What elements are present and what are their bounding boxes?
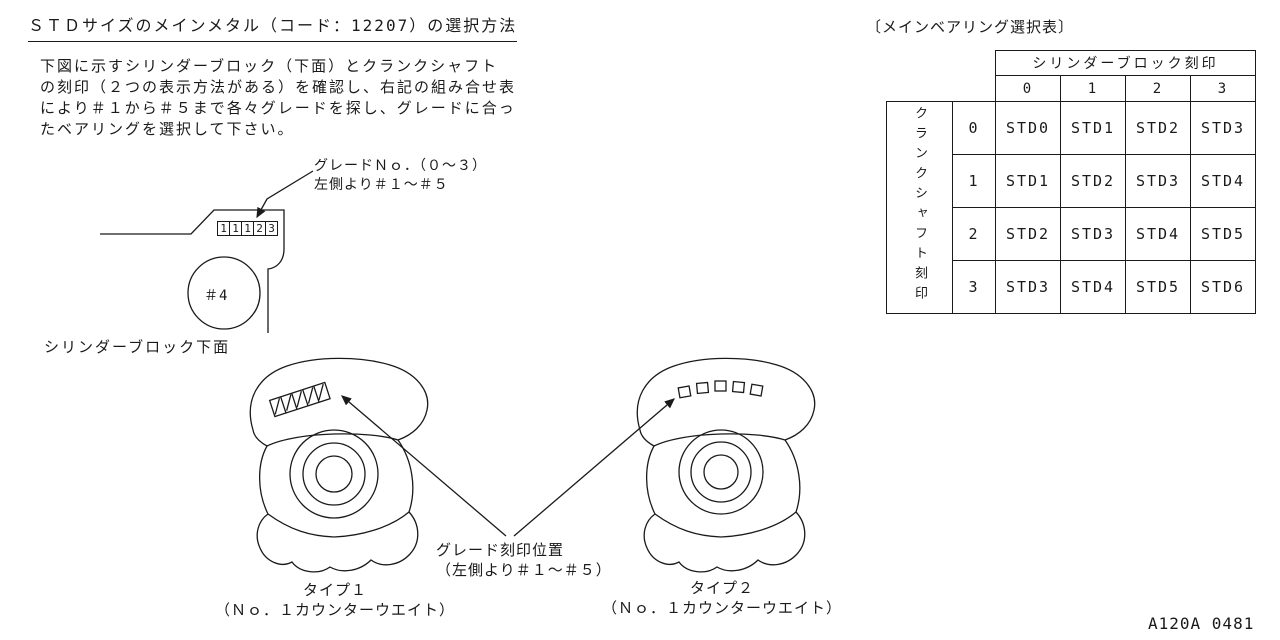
type2-sub: （Ｎｏ．１カウンターウエイト） [601, 599, 842, 617]
cell-1-2: STD3 [1125, 154, 1191, 208]
cell-3-1: STD4 [1060, 260, 1126, 314]
cell-2-3: STD5 [1190, 207, 1256, 261]
grade-note-leader-arrow [256, 170, 314, 219]
crank-type2-journal-circles [678, 429, 764, 515]
type1-sub: （Ｎｏ．１カウンターウエイト） [214, 601, 455, 619]
crank-type1-outline [249, 357, 429, 573]
crank-type2-cap-line [653, 433, 786, 447]
col-header-3: 3 [1190, 75, 1256, 102]
intro-paragraph: 下図に示すシリンダーブロック（下面）とクランクシャフト の刻印（２つの表示方法が… [40, 56, 516, 140]
intro-line-4: たベアリングを選択して下さい。 [40, 120, 295, 138]
row-header-1: 1 [952, 154, 996, 208]
cell-3-0: STD3 [995, 260, 1061, 314]
type2-caption: タイプ２ （Ｎｏ．１カウンターウエイト） [582, 578, 862, 618]
row-header-0: 0 [952, 101, 996, 155]
crank-type2-stamp-squares [677, 380, 764, 399]
row-header-3: 3 [952, 260, 996, 314]
crank-type1-cap-line [266, 433, 399, 447]
intro-line-1: 下図に示すシリンダーブロック（下面）とクランクシャフト [40, 57, 499, 75]
page-title: ＳＴＤサイズのメインメタル（コード：12207）の選択方法 [28, 12, 518, 42]
cell-3-2: STD5 [1125, 260, 1191, 314]
intro-line-3: により＃１から＃５まで各々グレードを探し、グレードに合っ [40, 99, 516, 117]
cell-3-3: STD6 [1190, 260, 1256, 314]
stamp-leader-type1-arrow [341, 395, 507, 537]
cell-1-3: STD4 [1190, 154, 1256, 208]
cell-0-3: STD3 [1190, 101, 1256, 155]
document-code: A120A 0481 [1148, 614, 1255, 633]
cell-2-1: STD3 [1060, 207, 1126, 261]
table-row: クランクシャフト刻印 0 STD0 STD1 STD2 STD3 [886, 101, 1256, 314]
bore-circle [187, 256, 261, 330]
cell-0-2: STD2 [1125, 101, 1191, 155]
column-group-header: シリンダーブロック刻印 [995, 50, 1256, 76]
table-blank-corner [887, 51, 996, 102]
type1-name: タイプ１ [302, 581, 367, 599]
col-header-0: 0 [995, 75, 1061, 102]
stamp-position-note: グレード刻印位置 （左側より＃１～＃５） [436, 540, 612, 580]
row-group-label: クランクシャフト刻印 [912, 105, 927, 306]
type1-caption: タイプ１ （Ｎｏ．１カウンターウエイト） [195, 580, 475, 620]
grade-note-line-2: 左側より＃１～＃５ [314, 177, 449, 193]
block-stamp-digits: 1 1 1 2 3 [217, 221, 278, 236]
cell-0-0: STD0 [995, 101, 1061, 155]
cylinder-block-outline [100, 209, 285, 333]
stamp-leader-type2-arrow [513, 398, 675, 537]
row-header-2: 2 [952, 207, 996, 261]
row-group-header: クランクシャフト刻印 [886, 101, 953, 314]
type2-name: タイプ２ [689, 579, 754, 597]
col-header-1: 1 [1060, 75, 1126, 102]
crank-type2-outline [636, 357, 816, 573]
selection-table-title: 〔メインベアリング選択表〕 [866, 18, 1075, 36]
cell-2-0: STD2 [995, 207, 1061, 261]
stamp-position-line-1: グレード刻印位置 [436, 541, 565, 559]
crank-type1-skirt-line-right [333, 511, 410, 538]
crank-type2-skirt-line-left [654, 513, 722, 538]
crank-type1-skirt-line-left [267, 513, 335, 538]
stamp-position-line-2: （左側より＃１～＃５） [436, 561, 612, 579]
bore-number-label: ＃4 [204, 288, 229, 304]
cell-2-2: STD4 [1125, 207, 1191, 261]
block-caption: シリンダーブロック下面 [44, 338, 231, 356]
crank-type1-stamp-area [268, 381, 331, 418]
stamp-digit-5: 3 [265, 221, 278, 236]
cell-1-1: STD2 [1060, 154, 1126, 208]
bearing-selection-table: シリンダーブロック刻印 0 1 2 3 クランクシャフト刻印 0 STD0 ST… [886, 50, 1256, 314]
cell-0-1: STD1 [1060, 101, 1126, 155]
intro-line-2: の刻印（２つの表示方法がある）を確認し、右記の組み合せ表 [40, 78, 517, 96]
grade-note-line-1: グレードＮｏ．（０～３） [314, 158, 487, 174]
crank-type1-journal-circles [289, 429, 379, 519]
col-header-2: 2 [1125, 75, 1191, 102]
grade-number-note: グレードＮｏ．（０～３） 左側より＃１～＃５ [314, 157, 487, 195]
cell-1-0: STD1 [995, 154, 1061, 208]
crank-type2-skirt-line-right [720, 511, 797, 538]
table-row: 3 STD3 STD4 STD5 STD6 [887, 260, 1256, 314]
